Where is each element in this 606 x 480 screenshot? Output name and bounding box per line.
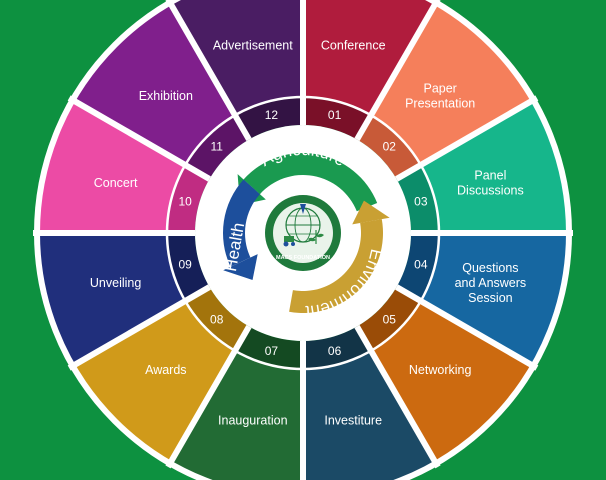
arrows-layer [223,153,390,313]
outer-ring-line [34,0,572,480]
segment-number-11: 11 [210,140,223,154]
logo-text: MACS FOUNDATION [276,255,330,261]
health-arrow [223,179,260,267]
segment-number-06: 06 [328,344,342,358]
center-group: MACS FOUNDATION Agriculture Environment … [221,140,390,321]
segment-number-05: 05 [383,312,397,326]
segment-band-05 [357,287,421,351]
segment-11 [72,2,236,166]
segment-band-02 [357,115,421,179]
segment-03 [420,100,569,233]
segment-01 [303,0,436,116]
segment-label-09: Unveiling [90,276,141,290]
segment-09 [37,233,186,366]
health-arrow-head [223,254,258,281]
segment-band-08 [185,287,249,351]
segment-band-11 [185,115,249,179]
segment-number-01: 01 [328,108,342,122]
segment-04 [420,233,569,366]
segment-12 [170,0,303,116]
segment-label-11: Exhibition [139,89,193,103]
segment-label-01: Conference [321,39,386,53]
segment-06 [303,350,436,480]
segment-label-05: Networking [409,363,472,377]
segment-number-08: 08 [210,312,224,326]
segment-label-12: Advertisement [213,39,293,53]
segment-number-07: 07 [265,344,279,358]
logo: MACS FOUNDATION [261,191,345,275]
globe-tractor-plant-logo-icon [283,204,324,247]
segment-label-10: Concert [94,176,138,190]
segment-02 [371,2,534,166]
segment-07 [170,350,303,480]
inner-ring-line [165,95,441,371]
segment-10 [37,100,186,233]
segment-number-02: 02 [383,140,397,154]
segment-08 [72,301,236,464]
environment-arrow [289,219,383,313]
segment-number-03: 03 [414,194,428,208]
segment-label-06: Investiture [324,413,382,427]
environment-arrow-head [352,200,390,225]
segment-05 [371,301,534,464]
segment-label-07: Inauguration [218,413,288,427]
segment-number-12: 12 [265,108,279,122]
agriculture-arrow [243,153,378,212]
segment-label-08: Awards [145,363,186,377]
segment-number-04: 04 [414,258,428,272]
segment-number-09: 09 [178,258,192,272]
segment-number-10: 10 [178,194,192,208]
